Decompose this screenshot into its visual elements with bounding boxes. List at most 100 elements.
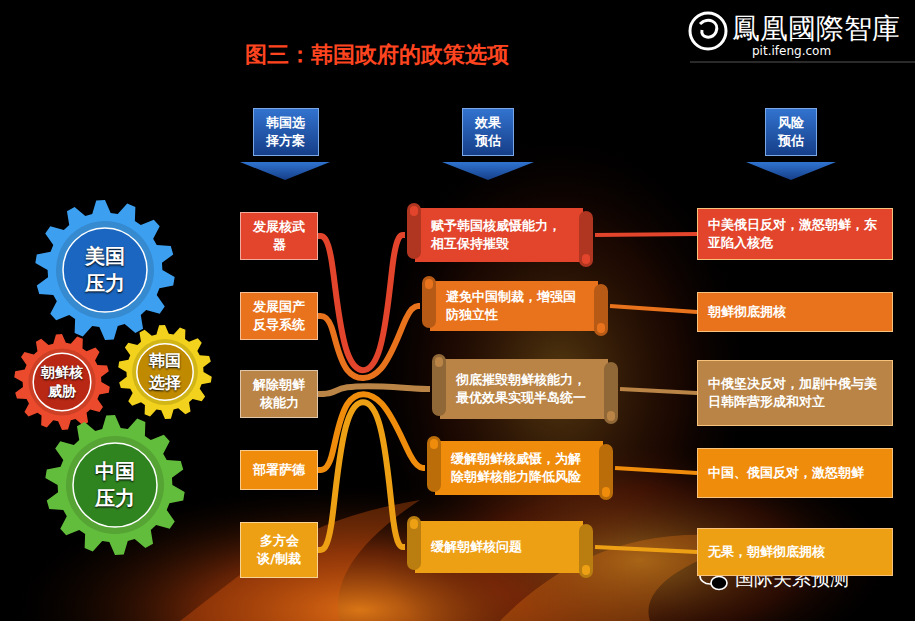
flame-tongue bbox=[180, 500, 420, 621]
node-text: 避免中国制裁，增强国防独立性 bbox=[446, 288, 583, 323]
effect-scroll: 避免中国制裁，增强国防独立性 bbox=[420, 276, 610, 336]
effect-scroll: 彻底摧毁朝鲜核能力，最优效果实现半岛统一 bbox=[430, 354, 620, 424]
gear-teeth bbox=[45, 415, 184, 555]
gear-shape bbox=[45, 415, 185, 555]
header-chevron bbox=[746, 162, 836, 180]
node-text: 缓解朝鲜核问题 bbox=[431, 538, 522, 556]
scroll-shape bbox=[430, 354, 620, 424]
risk-box: 中俄坚决反对，加剧中俄与美日韩阵营形成和对立 bbox=[697, 360, 893, 426]
node-text: 发展国产反导系统 bbox=[252, 298, 307, 333]
scroll-roll bbox=[422, 276, 436, 328]
choice-gear: 韩国选择 bbox=[118, 325, 212, 419]
scroll-curl bbox=[425, 279, 433, 289]
pointer-connector bbox=[595, 234, 697, 235]
node-text: 部署萨德 bbox=[253, 461, 305, 479]
gear-shape bbox=[118, 325, 212, 419]
threat-gear: 朝鲜核威胁 bbox=[14, 334, 110, 430]
node-text: 无果，朝鲜彻底拥核 bbox=[708, 543, 825, 561]
pointer-connector bbox=[615, 468, 697, 473]
node-text: 朝鲜核威胁 bbox=[40, 363, 83, 401]
pressure-gear: 中国压力 bbox=[45, 415, 185, 555]
scroll-roll bbox=[599, 444, 613, 500]
scroll-roll bbox=[579, 211, 593, 267]
node-text: 风险预估 bbox=[777, 114, 804, 149]
node-text: 缓解朝鲜核威慑，为解除朝鲜核能力降低风险 bbox=[451, 450, 588, 485]
node-text: 中俄坚决反对，加剧中俄与美日韩阵营形成和对立 bbox=[708, 375, 877, 410]
header-chevron bbox=[240, 162, 330, 180]
gear-teeth bbox=[14, 334, 110, 430]
node-text: 解除朝鲜核能力 bbox=[252, 376, 307, 411]
gear-rim bbox=[66, 436, 164, 534]
node-text: 韩国选择 bbox=[148, 350, 182, 393]
logo-name: 鳳凰國際智庫 bbox=[732, 10, 900, 48]
gear-hub bbox=[137, 344, 193, 400]
gear-hub bbox=[73, 443, 157, 527]
scroll-roll bbox=[407, 516, 421, 570]
scroll-body bbox=[430, 281, 598, 331]
option-box: 发展国产反导系统 bbox=[240, 292, 318, 340]
pointer-connector bbox=[610, 306, 697, 312]
logo-rule bbox=[690, 62, 915, 63]
column-header: 效果预估 bbox=[462, 108, 514, 156]
risk-box: 中美俄日反对，激怒朝鲜，东亚陷入核危 bbox=[697, 208, 893, 260]
gear-shape bbox=[35, 200, 175, 340]
gear-rim bbox=[56, 221, 154, 319]
scroll-curl bbox=[597, 323, 605, 333]
option-box: 部署萨德 bbox=[240, 450, 318, 490]
scroll-roll bbox=[427, 436, 441, 492]
node-text: 效果预估 bbox=[474, 114, 501, 149]
scroll-roll bbox=[594, 284, 608, 336]
scroll-curl bbox=[410, 519, 418, 529]
node-text: 韩国选择方案 bbox=[266, 114, 306, 149]
pointer-connector bbox=[620, 389, 697, 393]
option-box: 解除朝鲜核能力 bbox=[240, 370, 318, 418]
scroll-curl bbox=[582, 254, 590, 264]
node-text: 朝鲜彻底拥核 bbox=[708, 303, 786, 321]
scroll-curl bbox=[602, 487, 610, 497]
gear-rim bbox=[28, 348, 95, 415]
gear-teeth bbox=[118, 325, 212, 419]
logo-icon bbox=[690, 13, 726, 49]
logo-url: pit.ifeng.com bbox=[752, 44, 831, 58]
scroll-body bbox=[440, 359, 608, 419]
header-chevron bbox=[442, 162, 534, 180]
risk-box: 朝鲜彻底拥核 bbox=[697, 292, 893, 332]
scroll-shape bbox=[420, 276, 610, 336]
scroll-curl bbox=[430, 439, 438, 449]
effect-scroll: 赋予韩国核威慑能力，相互保持摧毁 bbox=[405, 203, 595, 267]
gear-hub bbox=[63, 228, 147, 312]
option-box: 发展核武器 bbox=[240, 212, 318, 260]
option-box: 多方会谈/制裁 bbox=[240, 522, 318, 578]
risk-box: 无果，朝鲜彻底拥核 bbox=[697, 528, 893, 576]
fan-connector bbox=[318, 306, 420, 378]
risk-box: 中国、俄国反对，激怒朝鲜 bbox=[697, 448, 893, 498]
scroll-roll bbox=[432, 354, 446, 416]
scroll-curl bbox=[582, 565, 590, 575]
node-text: 赋予韩国核威慑能力，相互保持摧毁 bbox=[431, 217, 568, 252]
scroll-shape bbox=[425, 436, 615, 500]
scroll-curl bbox=[435, 357, 443, 367]
column-header: 韩国选择方案 bbox=[253, 108, 319, 156]
scroll-roll bbox=[407, 203, 421, 259]
node-text: 中国、俄国反对，激怒朝鲜 bbox=[708, 464, 864, 482]
scroll-curl bbox=[607, 411, 615, 421]
node-text: 发展核武器 bbox=[252, 218, 307, 253]
pressure-gear: 美国压力 bbox=[35, 200, 175, 340]
fan-connector bbox=[318, 386, 430, 394]
gear-shape bbox=[14, 334, 110, 430]
gear-hub bbox=[33, 353, 91, 411]
column-header: 风险预估 bbox=[765, 108, 817, 156]
node-text: 中美俄日反对，激怒朝鲜，东亚陷入核危 bbox=[708, 216, 877, 251]
diagram-title: 图三：韩国政府的政策选项 bbox=[245, 40, 509, 70]
scroll-body bbox=[415, 208, 583, 262]
effect-scroll: 缓解朝鲜核问题 bbox=[405, 516, 595, 578]
node-text: 多方会谈/制裁 bbox=[252, 532, 307, 567]
node-text: 美国压力 bbox=[84, 243, 126, 297]
fan-connector bbox=[318, 402, 405, 550]
scroll-curl bbox=[410, 206, 418, 216]
scroll-body bbox=[435, 441, 603, 495]
pointer-connector bbox=[595, 547, 697, 552]
scroll-roll bbox=[579, 524, 593, 578]
